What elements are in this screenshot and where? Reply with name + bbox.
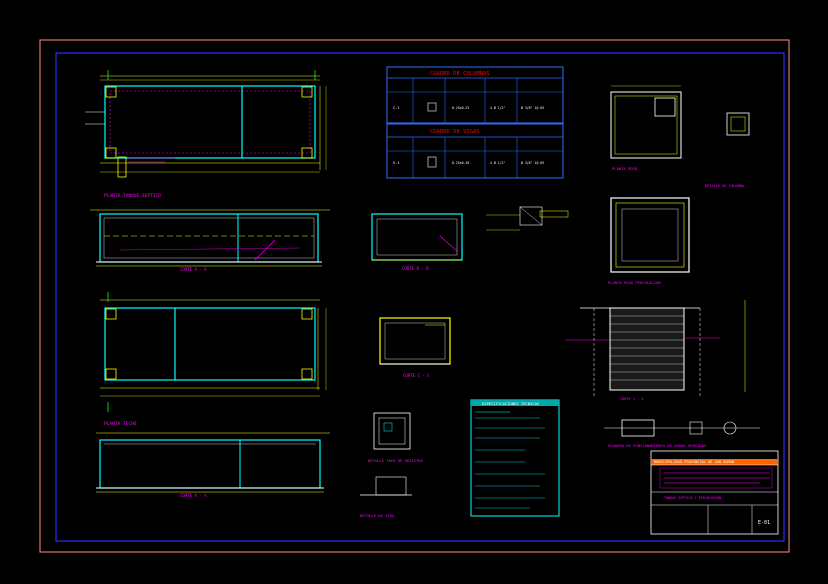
title-institution: MUNICIPALIDAD PROVINCIAL DE SAN ROMAN bbox=[654, 460, 734, 464]
viga-detail bbox=[360, 476, 412, 496]
label-tapa: DETALLE TAPA DE REGISTRO bbox=[368, 458, 424, 463]
label-viga: DETALLE DE VIGA bbox=[360, 513, 395, 518]
section-cc bbox=[379, 317, 451, 365]
outer-border bbox=[39, 39, 790, 553]
plan-roof bbox=[100, 292, 327, 412]
section-aa bbox=[90, 209, 330, 267]
section-pozo bbox=[565, 300, 746, 396]
label-section-cc: CORTE C - C bbox=[403, 373, 430, 378]
label-col-detail: DETALLE DE COLUMNA bbox=[705, 184, 745, 188]
columns-table-title: CUADRO DE COLUMNAS bbox=[430, 71, 490, 77]
columns-row-dim: 0.25x0.25 bbox=[452, 106, 469, 110]
beams-row-trans: Ø 3/8" 1@.05 bbox=[521, 160, 544, 165]
label-plan-top: PLANTA TANQUE SEPTICO bbox=[104, 193, 161, 199]
beams-row-elem: V-1 bbox=[393, 161, 400, 165]
label-section-bottom: CORTE A - A bbox=[180, 493, 207, 498]
plan-percolacion bbox=[610, 197, 690, 273]
specs-title: ESPECIFICACIONES TECNICAS bbox=[482, 401, 540, 406]
label-plan-roof: PLANTA TECHO bbox=[104, 421, 137, 427]
label-plan-pozo: PLANTA POZO bbox=[612, 166, 638, 171]
label-esquema: ESQUEMA DE FUNCIONAMIENTO DE AGUAS SERVI… bbox=[608, 443, 707, 448]
small-details bbox=[486, 206, 569, 231]
label-plan-cim: PLANTA POZO PERCOLACION bbox=[608, 280, 661, 285]
label-section-aa: CORTE A - A bbox=[180, 267, 207, 272]
beams-table-title: CUADRO DE VIGAS bbox=[430, 129, 480, 135]
title-block bbox=[650, 450, 779, 535]
title-sheet-title: TANQUE SEPTICO Y PERCOLACION bbox=[664, 496, 721, 500]
plan-septic-tank bbox=[85, 70, 327, 178]
title-sheet-no: E-01 bbox=[758, 520, 770, 526]
inner-border bbox=[55, 52, 785, 542]
label-corte-pozo: CORTE 1 - 1 bbox=[620, 397, 644, 401]
beams-row-ref: 4 Ø 1/2" bbox=[490, 160, 505, 165]
section-bottom bbox=[96, 432, 330, 493]
columns-row-elem: C-1 bbox=[393, 106, 400, 110]
columns-row-trans: Ø 3/8" 1@.05 bbox=[521, 105, 544, 110]
section-bb bbox=[371, 213, 463, 261]
columns-table bbox=[386, 66, 564, 124]
label-section-bb: CORTE B - B bbox=[402, 266, 429, 271]
col-detail bbox=[726, 112, 750, 136]
columns-row-ref: 4 Ø 1/2" bbox=[490, 105, 505, 110]
plan-pozo bbox=[610, 85, 682, 159]
beams-table bbox=[386, 123, 564, 179]
beams-row-dim: 0.25x0.30 bbox=[452, 161, 469, 165]
tapa-registro bbox=[373, 412, 411, 450]
scheme bbox=[604, 419, 760, 437]
specs-box bbox=[470, 399, 560, 517]
